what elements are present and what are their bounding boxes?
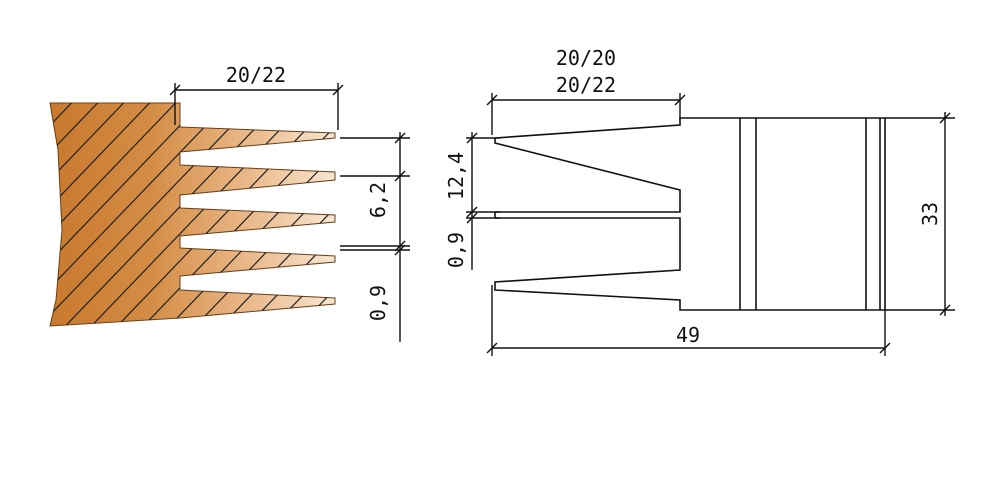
wood-profile-section: [0, 90, 656, 340]
hatch-line: [207, 103, 335, 326]
left-gap-label: 0,9: [366, 285, 390, 321]
wood-profile-fill: [49, 102, 336, 327]
left-width-dimension: 20/22: [169, 63, 344, 130]
hatch-line: [50, 103, 189, 326]
left-width-label: 20/22: [226, 63, 286, 87]
hatch-line: [50, 103, 241, 326]
right-width-dimension: 20/20 20/22: [486, 46, 686, 135]
right-width-bottom-label: 20/22: [556, 73, 616, 97]
hatch-line: [155, 103, 335, 326]
right-vertical-dimensions: 12,4 0,9: [444, 132, 500, 270]
left-vertical-dimensions: 6,2 0,9: [340, 132, 410, 342]
right-tooth-height-label: 12,4: [444, 152, 468, 200]
hatch-line: [390, 90, 630, 340]
right-total-length-label: 49: [676, 323, 700, 347]
right-height-dimension: 33: [885, 112, 955, 316]
right-width-top-label: 20/20: [556, 46, 616, 70]
right-gap-label: 0,9: [444, 232, 468, 268]
left-pitch-label: 6,2: [366, 182, 390, 218]
hatch-line: [0, 90, 32, 340]
hatch-line: [77, 103, 319, 326]
wood-hatching: [0, 90, 656, 340]
hatch-line: [50, 103, 137, 326]
hatch-line: [259, 103, 335, 326]
right-total-height-label: 33: [918, 202, 942, 226]
hatch-line: [50, 103, 267, 326]
cutter-outline: [494, 117, 886, 311]
hatch-line: [50, 103, 59, 326]
hatch-line: [181, 103, 335, 326]
hatch-line: [311, 103, 335, 326]
hatch-line: [50, 103, 163, 326]
hatch-line: [50, 103, 215, 326]
hatch-line: [0, 90, 6, 340]
hatch-line: [416, 90, 656, 340]
hatch-line: [233, 103, 335, 326]
hatch-line: [50, 103, 111, 326]
hatch-line: [51, 103, 293, 326]
right-length-dimension: 49: [486, 285, 891, 356]
hatch-line: [285, 103, 335, 326]
